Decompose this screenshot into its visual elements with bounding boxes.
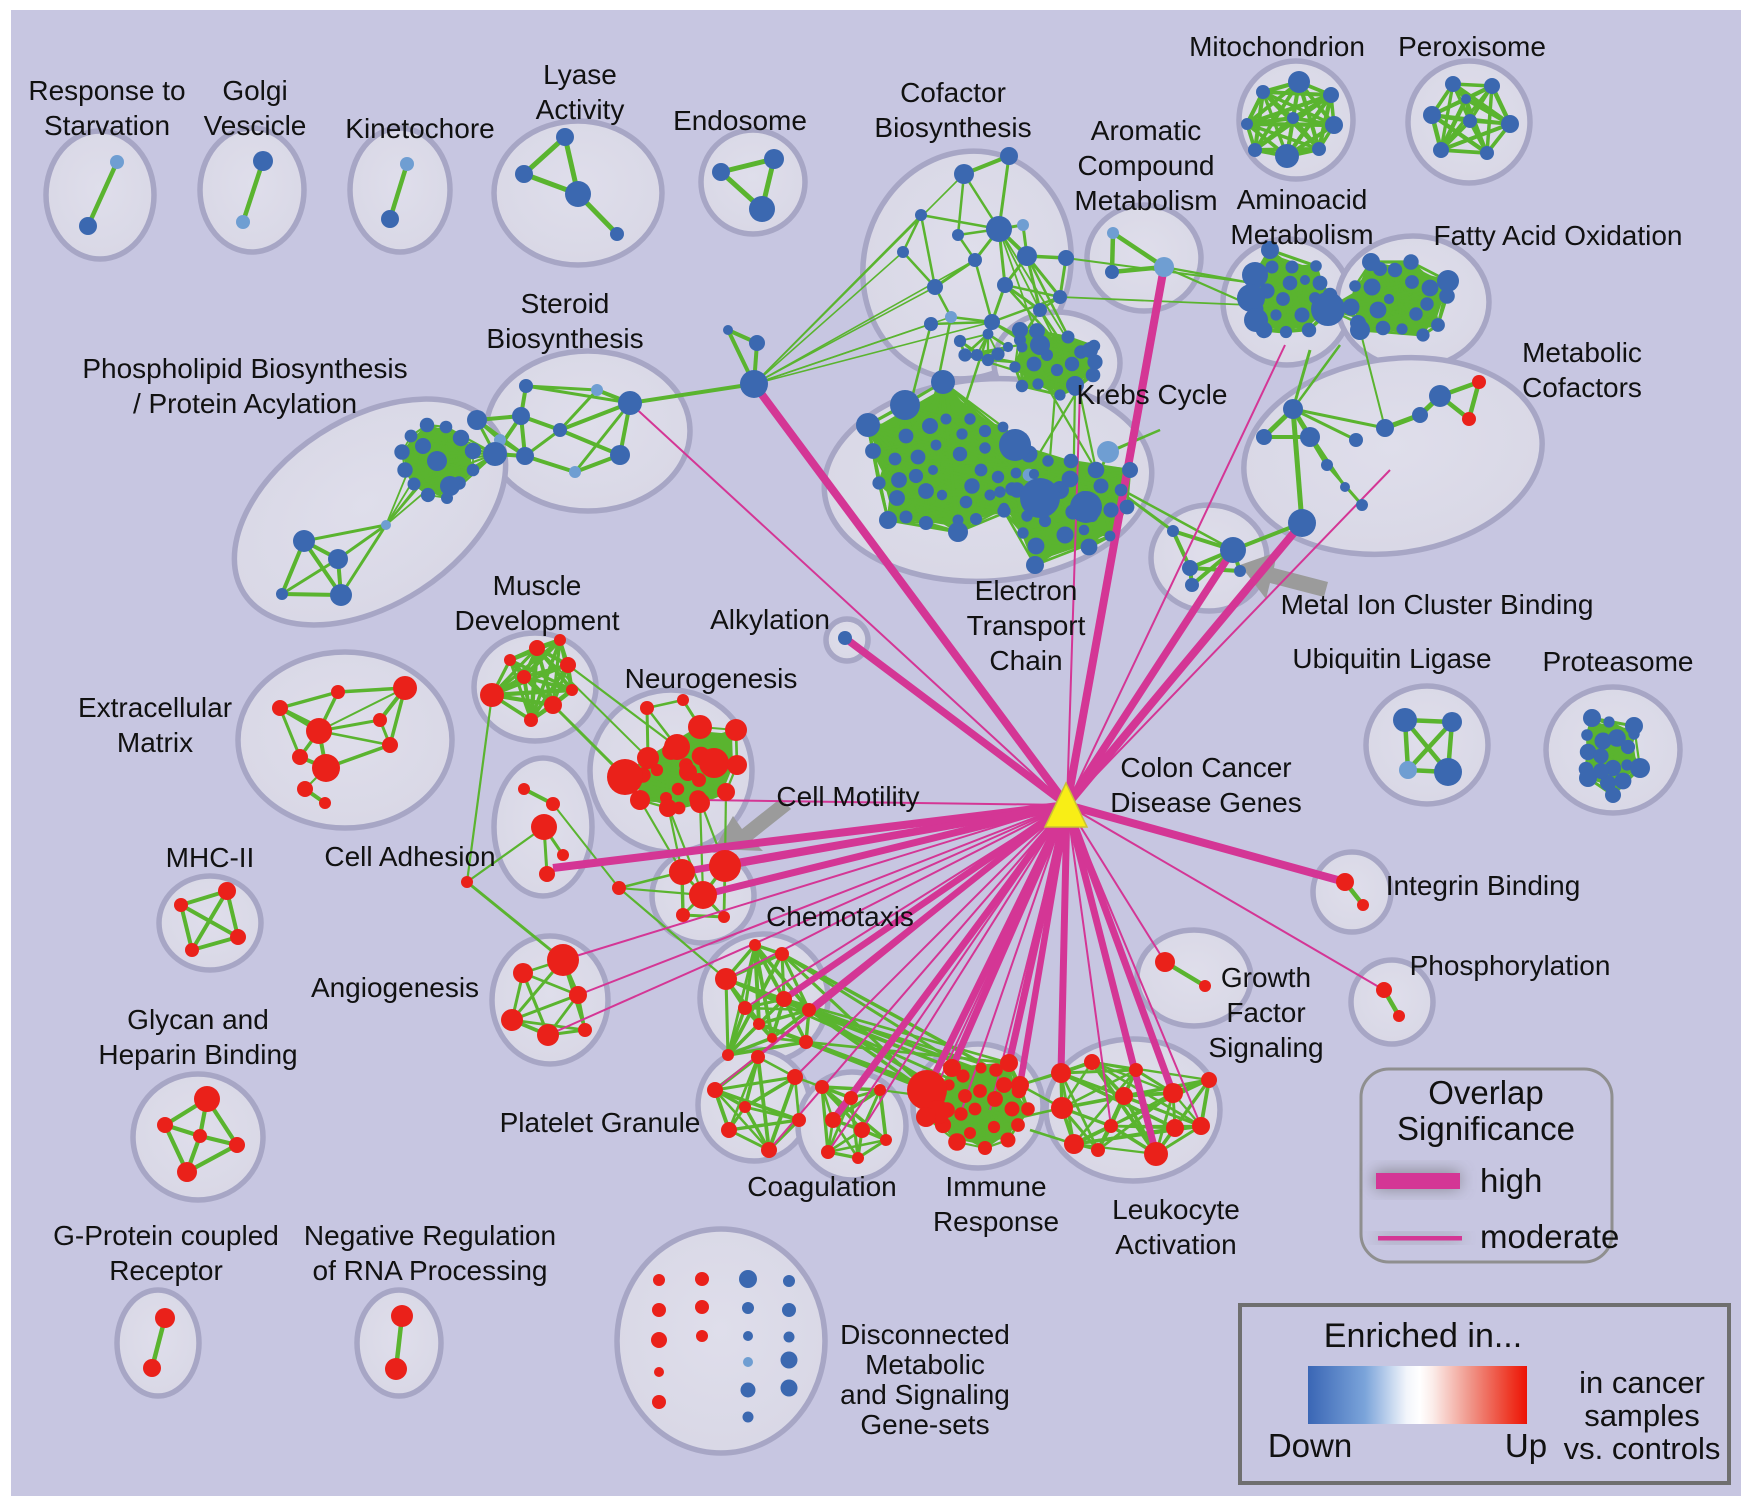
svg-text:Disconnected: Disconnected [840,1319,1010,1350]
svg-text:Negative Regulation: Negative Regulation [304,1220,556,1251]
svg-text:Krebs Cycle: Krebs Cycle [1077,379,1228,410]
svg-text:moderate: moderate [1480,1218,1619,1255]
svg-text:Enriched in...: Enriched in... [1324,1317,1522,1355]
svg-text:Heparin Binding: Heparin Binding [98,1039,297,1070]
svg-text:Peroxisome: Peroxisome [1398,31,1546,62]
svg-text:Factor: Factor [1226,997,1305,1028]
svg-text:Cofactors: Cofactors [1522,372,1642,403]
svg-text:Growth: Growth [1221,962,1311,993]
svg-text:Leukocyte: Leukocyte [1112,1194,1240,1225]
svg-text:Fatty Acid Oxidation: Fatty Acid Oxidation [1433,220,1682,251]
svg-text:Significance: Significance [1397,1110,1575,1147]
svg-text:Chemotaxis: Chemotaxis [766,901,914,932]
svg-text:Phosphorylation: Phosphorylation [1410,950,1611,981]
svg-text:Mitochondrion: Mitochondrion [1189,31,1365,62]
svg-text:Steroid: Steroid [521,288,610,319]
svg-text:Starvation: Starvation [44,110,170,141]
svg-text:samples: samples [1584,1398,1699,1433]
svg-text:Chain: Chain [989,645,1062,676]
svg-text:Muscle: Muscle [493,570,582,601]
svg-text:Receptor: Receptor [109,1255,223,1286]
svg-text:Metabolism: Metabolism [1230,219,1373,250]
svg-text:Metabolic: Metabolic [865,1349,985,1380]
svg-text:Vescicle: Vescicle [204,110,307,141]
svg-text:vs. controls: vs. controls [1564,1431,1721,1466]
svg-text:of RNA Processing: of RNA Processing [313,1255,548,1286]
svg-text:Cell Motility: Cell Motility [776,781,919,812]
svg-text:Biosynthesis: Biosynthesis [486,323,643,354]
svg-text:Cofactor: Cofactor [900,77,1006,108]
svg-text:high: high [1480,1162,1542,1199]
svg-text:/ Protein Acylation: / Protein Acylation [133,388,357,419]
svg-text:Development: Development [455,605,620,636]
svg-text:Up: Up [1505,1427,1547,1464]
svg-text:Electron: Electron [975,575,1078,606]
svg-text:Aminoacid: Aminoacid [1237,184,1368,215]
svg-text:Platelet Granule: Platelet Granule [500,1107,701,1138]
svg-text:Immune: Immune [945,1171,1046,1202]
svg-text:in cancer: in cancer [1579,1365,1705,1400]
svg-text:Endosome: Endosome [673,105,807,136]
svg-text:Kinetochore: Kinetochore [345,113,494,144]
svg-text:Activation: Activation [1115,1229,1236,1260]
svg-text:Metabolic: Metabolic [1522,337,1642,368]
svg-text:and Signaling: and Signaling [840,1379,1010,1410]
svg-text:Compound: Compound [1078,150,1215,181]
svg-text:Phospholipid Biosynthesis: Phospholipid Biosynthesis [82,353,407,384]
svg-text:Activity: Activity [536,94,625,125]
svg-text:Matrix: Matrix [117,727,193,758]
svg-text:Disease Genes: Disease Genes [1110,787,1301,818]
svg-text:Extracellular: Extracellular [78,692,232,723]
svg-text:Coagulation: Coagulation [747,1171,896,1202]
svg-text:Aromatic: Aromatic [1091,115,1201,146]
svg-text:Alkylation: Alkylation [710,604,830,635]
svg-text:Gene-sets: Gene-sets [860,1409,989,1440]
svg-text:Response: Response [933,1206,1059,1237]
svg-text:Golgi: Golgi [222,75,287,106]
svg-text:Colon Cancer: Colon Cancer [1120,752,1291,783]
svg-text:Neurogenesis: Neurogenesis [625,663,798,694]
svg-text:Metal Ion Cluster Binding: Metal Ion Cluster Binding [1281,589,1594,620]
svg-text:Proteasome: Proteasome [1543,646,1694,677]
svg-text:Angiogenesis: Angiogenesis [311,972,479,1003]
svg-text:MHC-II: MHC-II [166,842,255,873]
svg-text:Metabolism: Metabolism [1074,185,1217,216]
svg-text:G-Protein coupled: G-Protein coupled [53,1220,279,1251]
svg-text:Lyase: Lyase [543,59,617,90]
svg-text:Cell Adhesion: Cell Adhesion [324,841,495,872]
svg-text:Transport: Transport [967,610,1086,641]
svg-text:Down: Down [1268,1427,1352,1464]
svg-text:Integrin Binding: Integrin Binding [1386,870,1581,901]
svg-text:Ubiquitin Ligase: Ubiquitin Ligase [1292,643,1491,674]
svg-text:Response to: Response to [28,75,185,106]
svg-text:Overlap: Overlap [1428,1074,1544,1111]
svg-text:Biosynthesis: Biosynthesis [874,112,1031,143]
svg-text:Signaling: Signaling [1208,1032,1323,1063]
svg-text:Glycan and: Glycan and [127,1004,269,1035]
